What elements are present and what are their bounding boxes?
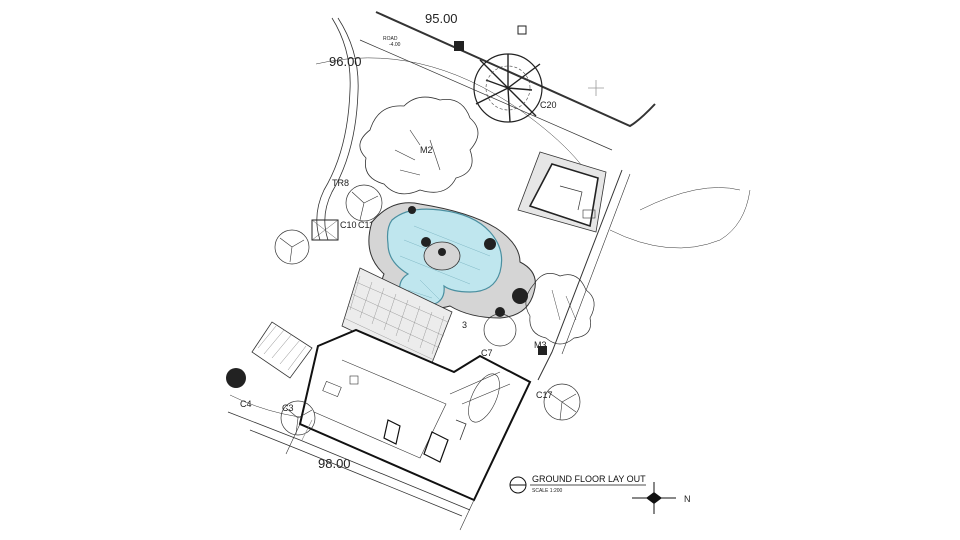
north-label: N: [684, 494, 691, 504]
tree-c10-c11: C10 C11: [274, 220, 374, 265]
tree-m3: M3: [525, 273, 595, 350]
winding-path: [316, 17, 359, 241]
tree-c20: C20: [473, 53, 557, 123]
north-arrow-icon: N: [632, 482, 691, 514]
road-level: -4.00: [389, 42, 401, 48]
tree-tr8: TR8: [332, 178, 383, 222]
tree-label-c3: C3: [282, 403, 294, 413]
tree-c3: C3: [280, 400, 316, 436]
tree-label-c7: C7: [481, 348, 493, 358]
pool-marker: 3: [462, 320, 467, 330]
tree-label-tr8: TR8: [332, 178, 349, 188]
drawing-title: GROUND FLOOR LAY OUT: [532, 474, 646, 484]
level-label-left: 96.00: [329, 54, 362, 69]
road-label: ROAD: [383, 36, 398, 42]
tree-label-m2: M2: [420, 145, 433, 155]
tree-label-c20: C20: [540, 100, 557, 110]
tree-label-c11: C11: [358, 220, 374, 230]
bottom-boundary: [227, 411, 471, 517]
drawing-scale: SCALE 1:200: [532, 488, 563, 494]
road: ROAD -4.00: [359, 11, 656, 151]
tree-m2: M2: [359, 96, 479, 195]
level-label-top: 95.00: [425, 11, 458, 26]
house-ground-floor: [285, 328, 532, 531]
tree-label-c4: C4: [240, 399, 252, 409]
pavilion-left: [311, 219, 339, 241]
drawing-title-block: GROUND FLOOR LAY OUT SCALE 1:200: [509, 474, 646, 494]
tree-label-c17: C17: [536, 390, 553, 400]
tree-label-m3: M3: [534, 340, 547, 350]
tree-c7: C7: [481, 288, 528, 358]
pavilion-right: [517, 151, 607, 233]
survey-marker: [454, 25, 604, 96]
tree-label-c10: C10: [340, 220, 357, 230]
swimming-pool: [386, 206, 503, 307]
carport: [251, 321, 313, 379]
tree-c17: C17: [536, 383, 581, 421]
boundary-fence: [537, 169, 631, 381]
tree-c4: C4: [226, 368, 252, 409]
